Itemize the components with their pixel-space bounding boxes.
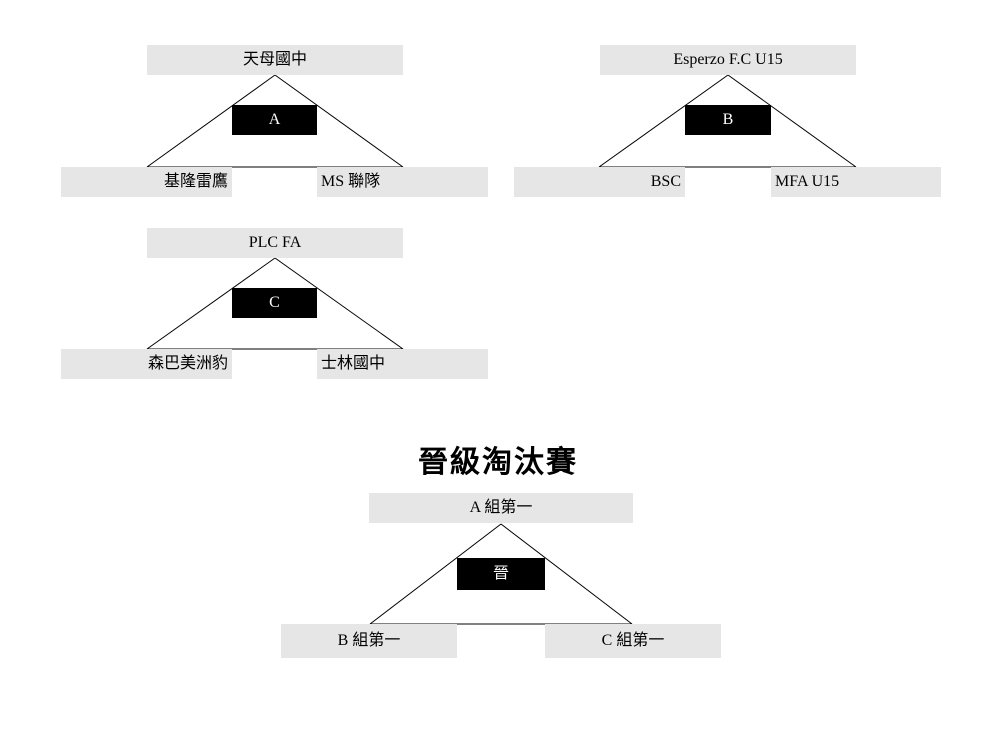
group-c-top-team: PLC FA [147,228,403,258]
knockout-top-slot: A 組第一 [369,493,633,523]
knockout-right-edge [500,523,633,625]
group-a-bottom-right-team: MS 聯隊 [317,167,488,197]
knockout-title: 晉級淘汰賽 [418,445,578,480]
group-a-bottom-left-team: 基隆雷鷹 [61,167,232,197]
group-a-top-team: 天母國中 [147,45,403,75]
group-b-top-team: Esperzo F.C U15 [600,45,856,75]
group-a-left-edge [146,74,276,168]
group-c-label: C [232,288,317,318]
group-b-bottom-left-team: BSC [514,167,685,197]
knockout-label: 晉 [457,558,545,590]
group-b-right-edge [727,74,857,168]
group-b-left-edge [598,74,729,168]
group-a-right-edge [274,74,404,168]
group-c-right-edge [274,257,404,350]
group-b-bottom-right-team: MFA U15 [771,167,941,197]
group-c-bottom-right-team: 士林國中 [317,349,488,379]
group-b-label: B [685,105,771,135]
group-c-left-edge [146,257,276,350]
group-a-label: A [232,105,317,135]
knockout-bottom-right-slot: C 組第一 [545,624,721,658]
knockout-left-edge [369,523,502,625]
group-c-bottom-left-team: 森巴美洲豹 [61,349,232,379]
knockout-bottom-left-slot: B 組第一 [281,624,457,658]
